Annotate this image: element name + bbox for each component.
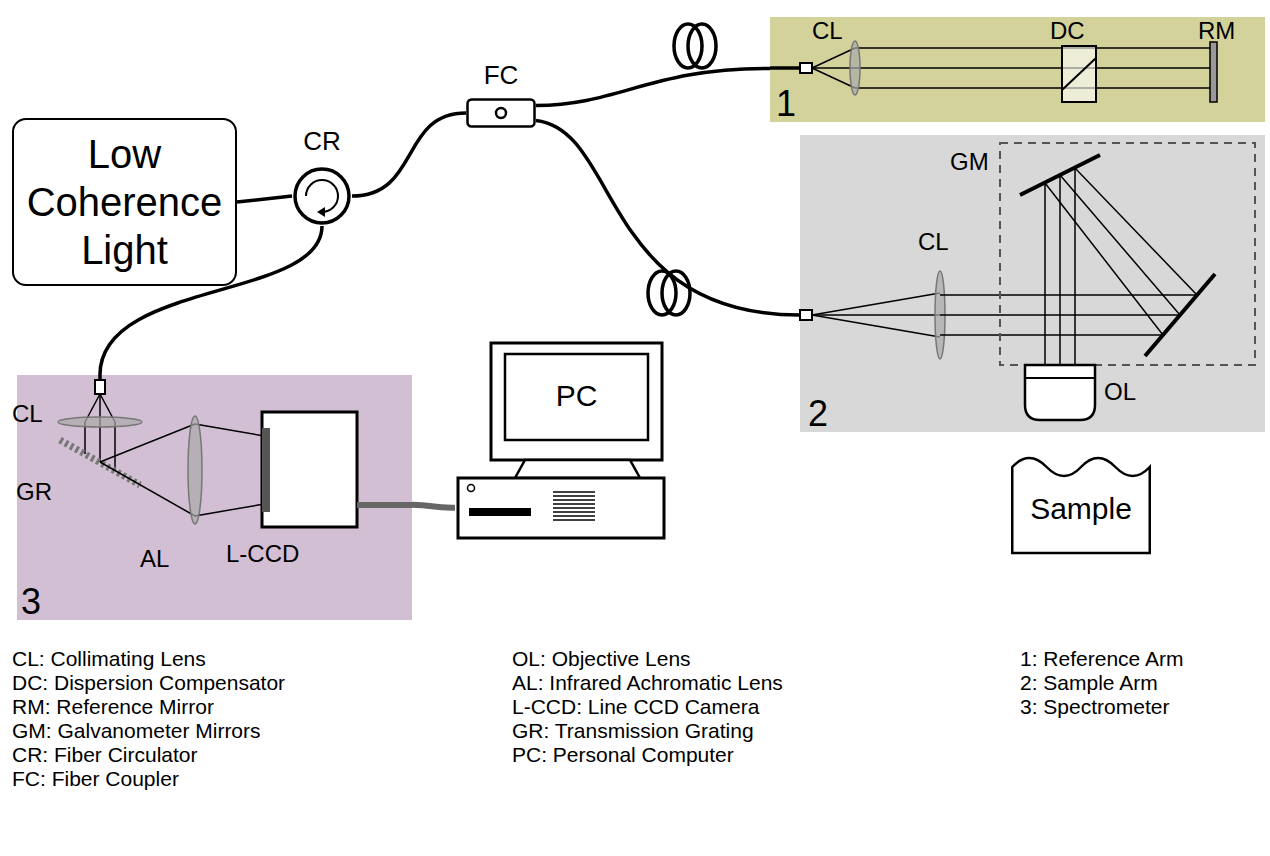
svg-line [553, 507, 595, 509]
legend-entry: 2: Sample Arm [1020, 670, 1158, 695]
fiber-circulator: CR [292, 166, 352, 226]
svg-line [553, 519, 595, 521]
legend-entry: GM: Galvanometer Mirrors [12, 718, 261, 743]
fiber-coil [648, 24, 716, 315]
svg-polygon [317, 207, 325, 217]
svg-circle [496, 108, 506, 118]
legend-entry: PC: Personal Computer [512, 742, 734, 767]
legend-entry: RM: Reference Mirror [12, 694, 214, 719]
sample-arm-panel: 2 [800, 135, 1265, 432]
part-label: L-CCD [226, 540, 299, 569]
svg-rect [491, 343, 662, 460]
legend-entry: CL: Collimating Lens [12, 646, 206, 671]
legend-entry: CR: Fiber Circulator [12, 742, 198, 767]
svg-polygon [515, 460, 640, 478]
svg-line [553, 503, 595, 505]
fiber-coupler: FC [466, 98, 536, 128]
part-label: OL [1104, 378, 1136, 407]
node-label: CR [303, 126, 341, 157]
svg-circle [468, 485, 475, 492]
node-label: 2 [808, 396, 828, 432]
reference-arm-panel: 1 [770, 17, 1265, 122]
svg-line [553, 491, 595, 493]
svg-line [553, 495, 595, 497]
node-label: Low Coherence Light [22, 130, 227, 274]
legend-entry: OL: Objective Lens [512, 646, 691, 671]
optical-fiber [536, 68, 770, 105]
optical-fiber [237, 196, 292, 202]
part-label: CL [12, 400, 43, 429]
svg-rect [458, 478, 664, 538]
svg-rect [468, 100, 535, 127]
node-label: Sample [1010, 491, 1152, 527]
fiber-coupler-shape [466, 98, 536, 128]
legend-entry: FC: Fiber Coupler [12, 766, 179, 791]
node-label: 3 [21, 584, 41, 620]
legend-entry: DC: Dispersion Compensator [12, 670, 285, 695]
legend-entry: AL: Infrared Achromatic Lens [512, 670, 783, 695]
part-label: GR [16, 478, 52, 507]
part-label: AL [140, 545, 169, 574]
node-label: 1 [776, 86, 796, 122]
svg-circle [295, 169, 349, 223]
coil-loop [688, 24, 716, 68]
light-source-box: Low Coherence Light [12, 118, 237, 286]
part-label: RM [1198, 17, 1235, 46]
part-label: DC [1050, 17, 1085, 46]
personal-computer-shape [455, 340, 667, 542]
part-label: CL [812, 17, 843, 46]
svg-line [553, 511, 595, 513]
spectrometer-panel: 3 [17, 375, 412, 620]
svg-rect [505, 354, 648, 440]
svg-line [553, 499, 595, 501]
sample-block: Sample [1010, 447, 1152, 555]
part-label: CL [918, 228, 949, 257]
node-label: PC [505, 378, 648, 414]
part-label: GM [950, 148, 989, 177]
legend-entry: 3: Spectrometer [1020, 694, 1169, 719]
data-cable [412, 505, 455, 508]
legend-entry: 1: Reference Arm [1020, 646, 1183, 671]
svg-rect [469, 508, 531, 516]
svg-line [553, 515, 595, 517]
fiber-circulator-shape [292, 166, 352, 226]
legend-entry: GR: Transmission Grating [512, 718, 754, 743]
node-label: FC [484, 60, 519, 91]
optical-fiber [352, 113, 466, 196]
optical-fiber [536, 121, 800, 315]
personal-computer: PC [455, 340, 667, 542]
legend-entry: L-CCD: Line CCD Camera [512, 694, 759, 719]
svg-path [306, 180, 338, 212]
